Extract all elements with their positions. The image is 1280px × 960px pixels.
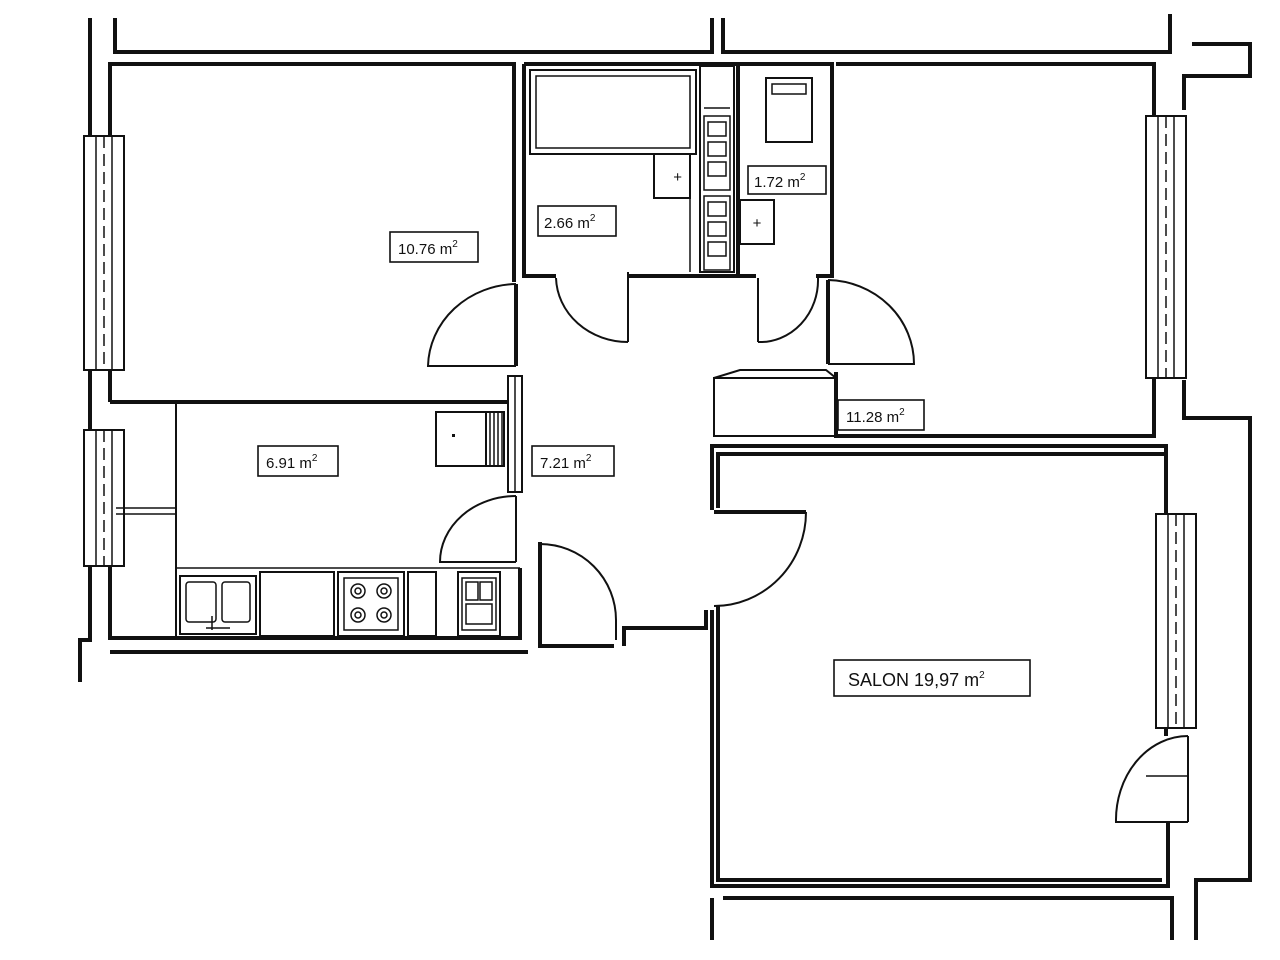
windows [83,115,1197,729]
bathroom-area: 2.66 m2 [544,213,596,232]
window-hall-small [507,375,523,493]
bathroom-sink: + [653,153,691,199]
label-wc: 1.72 m2 [747,165,827,195]
drain-icon: + [753,215,762,232]
door-kitchen [438,495,517,563]
label-hall: 7.21 m2 [531,445,615,477]
door-balcony [1114,735,1189,823]
counter-cabinet [259,571,335,637]
kitchen-furniture [116,402,520,638]
label-room-b: 11.28 m2 [837,399,925,431]
door-room-b [826,279,916,365]
kitchen-appliance [457,571,501,637]
wc-sink: + [739,199,775,245]
label-kitchen: 6.91 m2 [257,445,339,477]
interior-walls [108,62,1170,888]
kitchen-sink [179,575,257,635]
door-entrance [539,543,617,640]
door-salon [713,510,807,607]
tall-cabinet [407,571,437,637]
salon-label: SALON 19,97 m2 [848,670,985,690]
kitchen-area: 6.91 m2 [266,453,318,472]
room-a-area: 10.76 m2 [398,239,458,258]
toilet [765,77,813,143]
door-wc [757,277,820,344]
room-b-area: 11.28 m2 [846,407,905,426]
window-left-bottom [83,429,125,567]
stove [337,571,405,637]
wc-area: 1.72 m2 [754,172,806,191]
label-salon: SALON 19,97 m2 [833,659,1031,697]
label-room-a: 10.76 m2 [389,231,479,263]
door-bathroom [555,272,629,343]
window-left-top [83,135,125,371]
doors [426,272,1189,823]
bathtub [529,69,697,272]
drain-icon: + [673,169,682,186]
window-right-top [1145,115,1187,379]
shaft-column [699,65,735,273]
door-room-a [426,283,518,367]
exterior-walls [78,14,1252,940]
hall-area: 7.21 m2 [540,453,592,472]
window-salon [1155,513,1197,729]
label-bathroom: 2.66 m2 [537,205,617,237]
